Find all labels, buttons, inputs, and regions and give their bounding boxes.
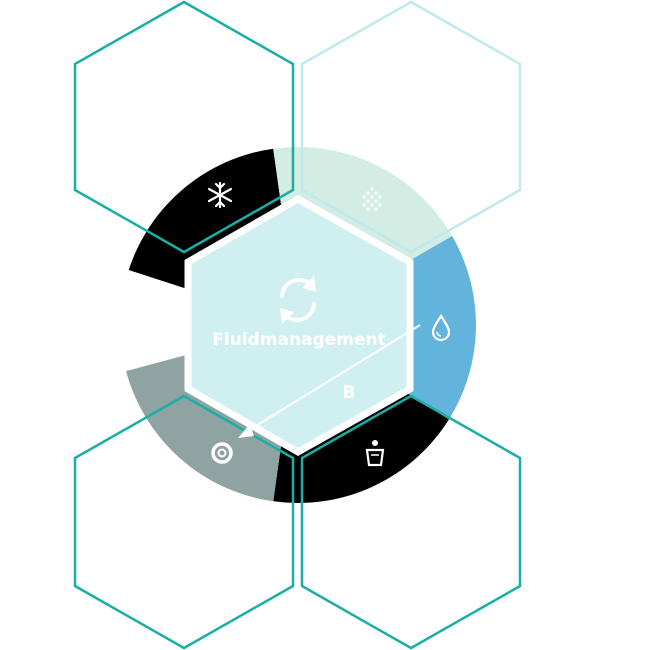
dot <box>362 195 366 199</box>
ring-segment-filter[interactable] <box>273 147 453 270</box>
dot <box>366 191 370 195</box>
hexagon-bottom-right[interactable] <box>300 394 522 650</box>
dots-grid-icon <box>362 187 382 211</box>
dot <box>366 199 370 203</box>
marker-label: B <box>342 383 356 403</box>
snowflake-icon <box>207 181 233 209</box>
waste-bin-icon <box>365 440 385 467</box>
center-hexagon-border <box>185 195 413 456</box>
dot <box>378 195 382 199</box>
dot <box>370 203 374 207</box>
connector-line <box>245 324 421 433</box>
dot <box>370 187 374 191</box>
dot <box>374 207 378 211</box>
dot <box>370 195 374 199</box>
hexagon-bottom-left[interactable] <box>73 394 295 650</box>
hexagon-top-left[interactable] <box>73 0 295 254</box>
water-drop-icon <box>431 314 451 342</box>
dot <box>366 207 370 211</box>
dot <box>378 203 382 207</box>
ring-segment-disposal[interactable] <box>273 383 449 504</box>
recycle-arrows-icon <box>280 276 316 324</box>
ring-segment-support[interactable] <box>126 353 283 502</box>
center-label: Fluidmanagement <box>212 330 386 350</box>
lifebuoy-icon <box>211 442 233 464</box>
dot <box>374 199 378 203</box>
dot <box>374 191 378 195</box>
connector-arrowhead <box>238 424 254 438</box>
ring-segment-cooling[interactable] <box>128 148 283 292</box>
hexagon-top-right[interactable] <box>300 0 522 254</box>
dot <box>362 203 366 207</box>
